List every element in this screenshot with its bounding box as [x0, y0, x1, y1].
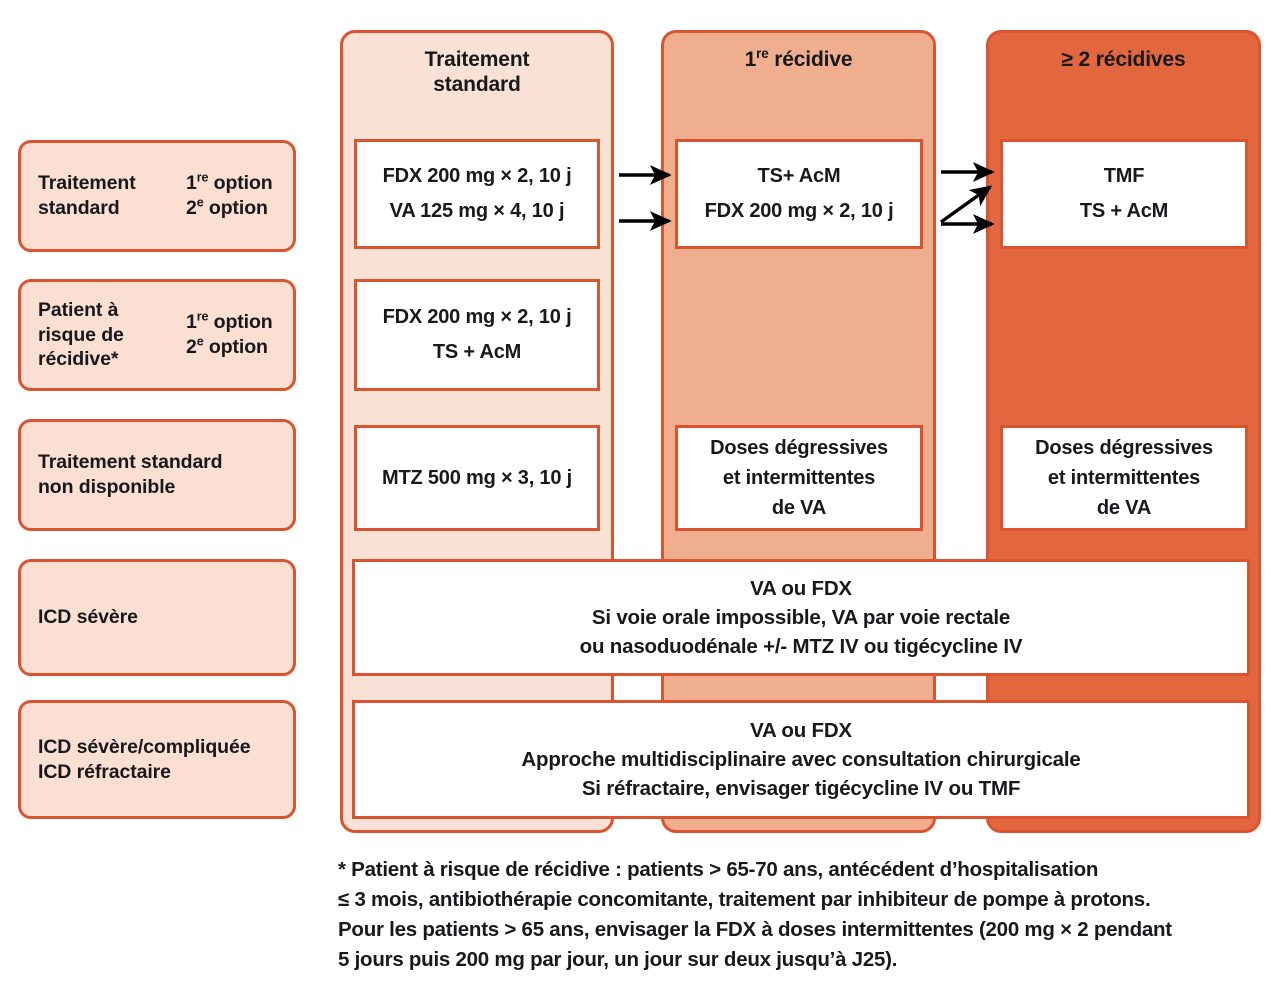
card-line-1: FDX 200 mg × 2, 10 j [382, 165, 572, 187]
card-line-1: MTZ 500 mg × 3, 10 j [382, 466, 572, 489]
category-label-line2: standard [38, 197, 120, 219]
category-label: Patient à risque de récidive* [38, 298, 186, 373]
banner-line-1: VA ou FDX [750, 576, 852, 600]
banner-line-2: Si voie orale impossible, VA par voie re… [591, 605, 1011, 629]
option-2: 2e option [186, 195, 268, 219]
category-label: Traitement standard non disponible [38, 450, 223, 500]
column-header-line2: standard [433, 73, 521, 97]
column-header-line1: Traitement [424, 48, 530, 71]
category-label-line1: Traitement standard [38, 451, 223, 474]
card-standard-alternative: MTZ 500 mg × 3, 10 j [354, 425, 600, 531]
card-recidive2-first-line: TMF TS + AcM [1000, 139, 1248, 249]
category-label-line1: Patient à [38, 298, 119, 321]
category-label-line2: risque de [38, 323, 124, 346]
column-header-line1: ≥ 2 récidives [1061, 48, 1186, 71]
category-label-line1: ICD sévère [38, 606, 138, 629]
banner-line-3: Si réfractaire, envisager tigécycline IV… [581, 777, 1021, 801]
category-label-line1: Traitement [38, 172, 136, 195]
card-line-2: TS + AcM [432, 341, 522, 363]
category-icd-severe: ICD sévère [18, 559, 296, 676]
category-options: 1re option 2e option [186, 310, 279, 360]
category-label-line3: récidive* [38, 348, 119, 371]
card-line-2: et intermittentes [1047, 466, 1201, 489]
category-traitement-non-disponible: Traitement standard non disponible [18, 419, 296, 531]
category-patient-a-risque: Patient à risque de récidive* 1re option… [18, 279, 296, 391]
card-line-3: de VA [771, 496, 827, 519]
card-standard-second-line: FDX 200 mg × 2, 10 j TS + AcM [354, 279, 600, 391]
category-label-line2: ICD réfractaire [38, 760, 171, 783]
category-label-line1: ICD sévère/compliquée [38, 735, 251, 758]
banner-line-1: VA ou FDX [750, 718, 852, 742]
category-label-line2: non disponible [38, 476, 176, 498]
arrow-recidive-to-multi-diagonal [940, 185, 993, 224]
column-header: ≥ 2 récidives [989, 47, 1258, 72]
card-line-2: et intermittentes [722, 466, 876, 489]
card-line-2: FDX 200 mg × 2, 10 j [704, 200, 894, 222]
card-recidive1-tapering: Doses dégressives et intermittentes de V… [675, 425, 923, 531]
category-traitement-standard: Traitement standard 1re option 2e option [18, 140, 296, 252]
option-1: 1re option [186, 309, 273, 334]
card-line-1: TS+ AcM [757, 165, 841, 187]
card-line-2: TS + AcM [1079, 200, 1169, 222]
option-1: 1re option [186, 170, 273, 195]
category-icd-severe-compliquee: ICD sévère/compliquée ICD réfractaire [18, 700, 296, 819]
option-2: 2e option [186, 334, 268, 358]
banner-icd-refractaire: VA ou FDX Approche multidisciplinaire av… [352, 700, 1250, 819]
card-standard-first-line: FDX 200 mg × 2, 10 j VA 125 mg × 4, 10 j [354, 139, 600, 249]
category-label: ICD sévère [38, 605, 138, 630]
card-line-1: TMF [1103, 165, 1145, 187]
banner-icd-severe: VA ou FDX Si voie orale impossible, VA p… [352, 559, 1250, 676]
column-header: Traitement standard [343, 47, 611, 97]
banner-line-3: ou nasoduodénale +/- MTZ IV ou tigécycli… [579, 635, 1023, 659]
card-line-1: Doses dégressives [1035, 436, 1213, 459]
banner-line-2: Approche multidisciplinaire avec consult… [521, 747, 1081, 771]
card-recidive1-first-line: TS+ AcM FDX 200 mg × 2, 10 j [675, 139, 923, 249]
column-header: 1re récidive [664, 47, 933, 72]
card-line-1: Doses dégressives [710, 436, 888, 459]
card-recidive2-tapering: Doses dégressives et intermittentes de V… [1000, 425, 1248, 531]
column-header-line1: 1re récidive [744, 46, 853, 71]
category-options: 1re option 2e option [186, 171, 279, 221]
card-line-1: FDX 200 mg × 2, 10 j [382, 306, 572, 328]
category-label: ICD sévère/compliquée ICD réfractaire [38, 735, 251, 785]
category-label: Traitement standard [38, 171, 186, 221]
card-line-3: de VA [1096, 496, 1152, 519]
footnote-text: * Patient à risque de récidive : patient… [338, 858, 1172, 971]
card-line-2: VA 125 mg × 4, 10 j [389, 200, 565, 222]
